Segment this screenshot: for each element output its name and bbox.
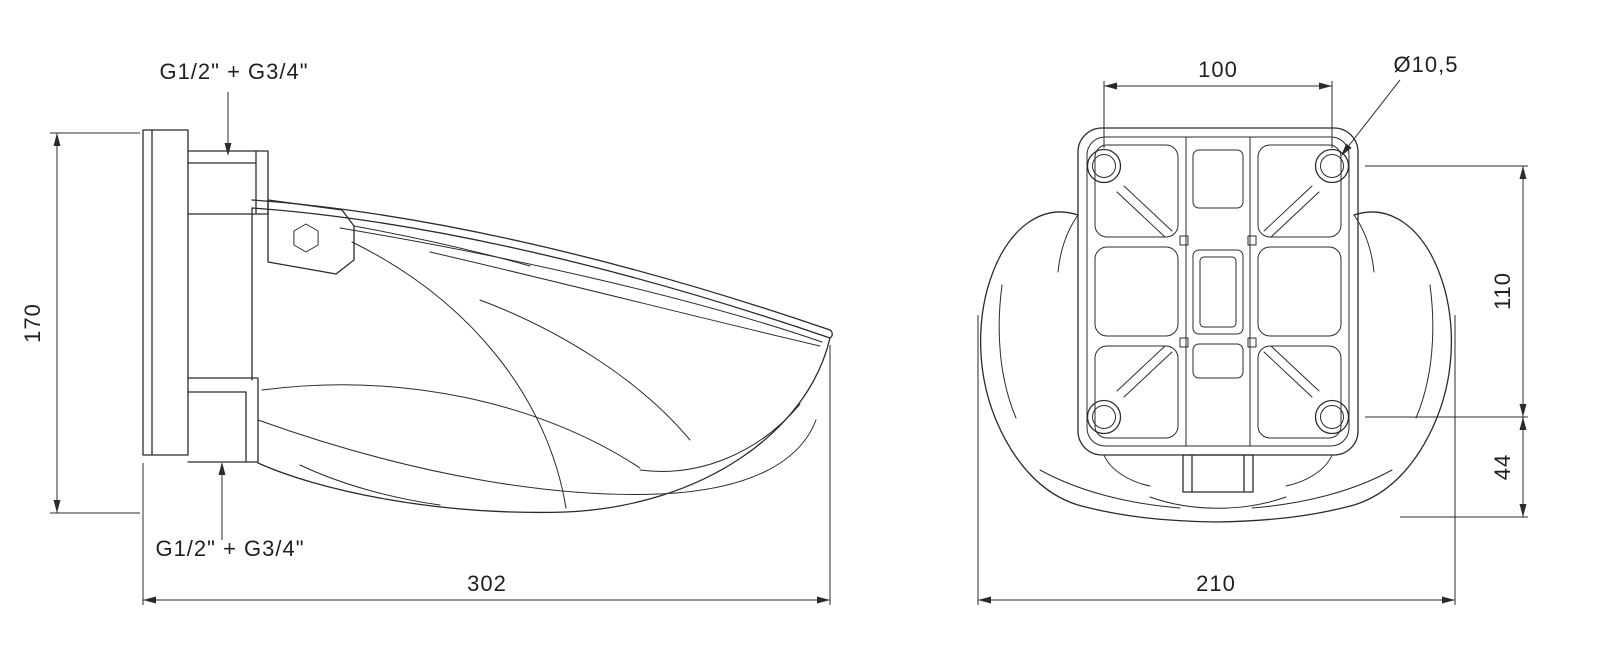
clip-tab: [1247, 235, 1257, 246]
arrowhead-icon: [1519, 404, 1527, 417]
bowl-rim-inner: [251, 207, 831, 339]
clip-tab: [1179, 337, 1189, 348]
panel-mid-right: [1257, 246, 1342, 337]
arrowhead-icon: [1341, 143, 1352, 156]
rear-shoulder-left: [1057, 214, 1079, 273]
panel-bottom-left: [1094, 345, 1179, 439]
bracket-contour: [353, 225, 531, 267]
mounting-hole-bottom-left-inner: [1092, 405, 1116, 429]
center-pocket-top: [1192, 149, 1244, 209]
dim-width-210: 210: [977, 315, 1456, 605]
bowl-contour-4: [639, 403, 801, 472]
rear-plate-outer: [1077, 127, 1359, 456]
rib-bottom-right: [1263, 345, 1320, 398]
arrowhead-icon: [1519, 166, 1527, 179]
rib-top-left: [1116, 185, 1173, 238]
rear-outlet-curve: [1149, 496, 1287, 509]
panel-bottom-right: [1257, 345, 1342, 439]
rear-side-contour-right: [1415, 284, 1434, 419]
rear-under-plate-right: [1285, 454, 1333, 487]
arrowhead-icon: [218, 462, 226, 475]
side-view: [142, 129, 833, 514]
center-pocket-middle-inner: [1199, 256, 1237, 328]
panel-top-right: [1257, 144, 1342, 238]
arrowhead-icon: [1319, 82, 1332, 90]
bowl-contour-1: [257, 419, 817, 495]
mounting-hole-top-right: [1314, 148, 1350, 184]
side-bottom-pipe-stub: [187, 377, 259, 463]
dim-label-height: 170: [20, 303, 45, 343]
callout-hole-diameter: Ø10,5: [1341, 52, 1459, 156]
mounting-hole-top-left: [1086, 148, 1122, 184]
arrowhead-icon: [978, 596, 991, 604]
clip-tab: [1247, 337, 1257, 348]
dim-hole-spacing-100: 100: [1103, 57, 1333, 148]
bowl-rim-contour: [339, 227, 823, 343]
arrowhead-icon: [1519, 417, 1527, 430]
center-column-lines: [1185, 136, 1251, 447]
top-connection-label: G1/2" + G3/4": [159, 59, 308, 84]
dim-label-vertical: 110: [1490, 272, 1515, 310]
mounting-hole-bottom-right-inner: [1320, 405, 1344, 429]
rear-side-contour-left: [998, 284, 1017, 419]
mounting-hole-top-left-inner: [1092, 154, 1116, 178]
arrowhead-icon: [53, 500, 61, 513]
callout-bottom-connection: G1/2" + G3/4": [155, 462, 304, 561]
bowl-contour-3: [351, 241, 567, 509]
hole-diameter-label: Ø10,5: [1394, 52, 1459, 77]
rib-bottom-left: [1116, 345, 1173, 398]
rim-end-cap: [829, 329, 833, 339]
arrowhead-icon: [53, 133, 61, 146]
rear-view: [979, 127, 1453, 523]
bottom-connection-label: G1/2" + G3/4": [155, 536, 304, 561]
arrowhead-icon: [817, 596, 830, 604]
dim-label-length: 302: [467, 571, 507, 596]
dim-label-width: 210: [1196, 571, 1236, 596]
dim-label-hole-spacing: 100: [1198, 57, 1238, 82]
callout-top-connection: G1/2" + G3/4": [159, 59, 308, 156]
hex-bolt-icon: [293, 223, 319, 253]
bowl-contour-6: [429, 251, 821, 347]
mounting-hole-top-right-inner: [1320, 154, 1344, 178]
rear-under-plate-left: [1103, 454, 1151, 487]
rear-bottom-outlet: [1182, 454, 1254, 493]
rib-top-right: [1263, 185, 1320, 238]
arrowhead-icon: [1442, 596, 1455, 604]
arrowhead-icon: [143, 596, 156, 604]
arrowhead-icon: [1519, 504, 1527, 517]
bowl-contour-5: [299, 464, 441, 506]
bowl-contour-2: [261, 384, 641, 469]
dim-vertical-110: 110: [1365, 165, 1528, 418]
side-bracket: [267, 199, 355, 275]
rear-plate-inner: [1086, 136, 1350, 447]
dim-height-170: 170: [20, 132, 140, 514]
mounting-hole-bottom-left: [1086, 399, 1122, 435]
rear-bottom-contour-right: [1251, 469, 1393, 509]
bowl-outer-shell: [257, 337, 831, 514]
rear-bottom-contour-left: [1039, 469, 1181, 509]
clip-tab: [1179, 235, 1189, 246]
bowl-contour-7: [479, 299, 691, 441]
center-pocket-lower: [1192, 343, 1244, 379]
mounting-hole-bottom-right: [1314, 399, 1350, 435]
rear-bowl-silhouette: [979, 211, 1453, 523]
arrowhead-icon: [224, 143, 232, 156]
panel-top-left: [1094, 144, 1179, 238]
center-pocket-middle: [1192, 249, 1244, 335]
bowl-rim-outer: [251, 199, 831, 331]
panel-mid-left: [1094, 246, 1179, 337]
side-mounting-plate: [142, 129, 189, 456]
arrowhead-icon: [1104, 82, 1117, 90]
rear-shoulder-right: [1353, 214, 1375, 273]
dim-bottom-offset-44: 44: [1400, 417, 1528, 518]
side-top-pipe-stub: [187, 150, 269, 215]
dim-length-302: 302: [142, 345, 831, 605]
dim-label-bottom-offset: 44: [1490, 454, 1515, 480]
